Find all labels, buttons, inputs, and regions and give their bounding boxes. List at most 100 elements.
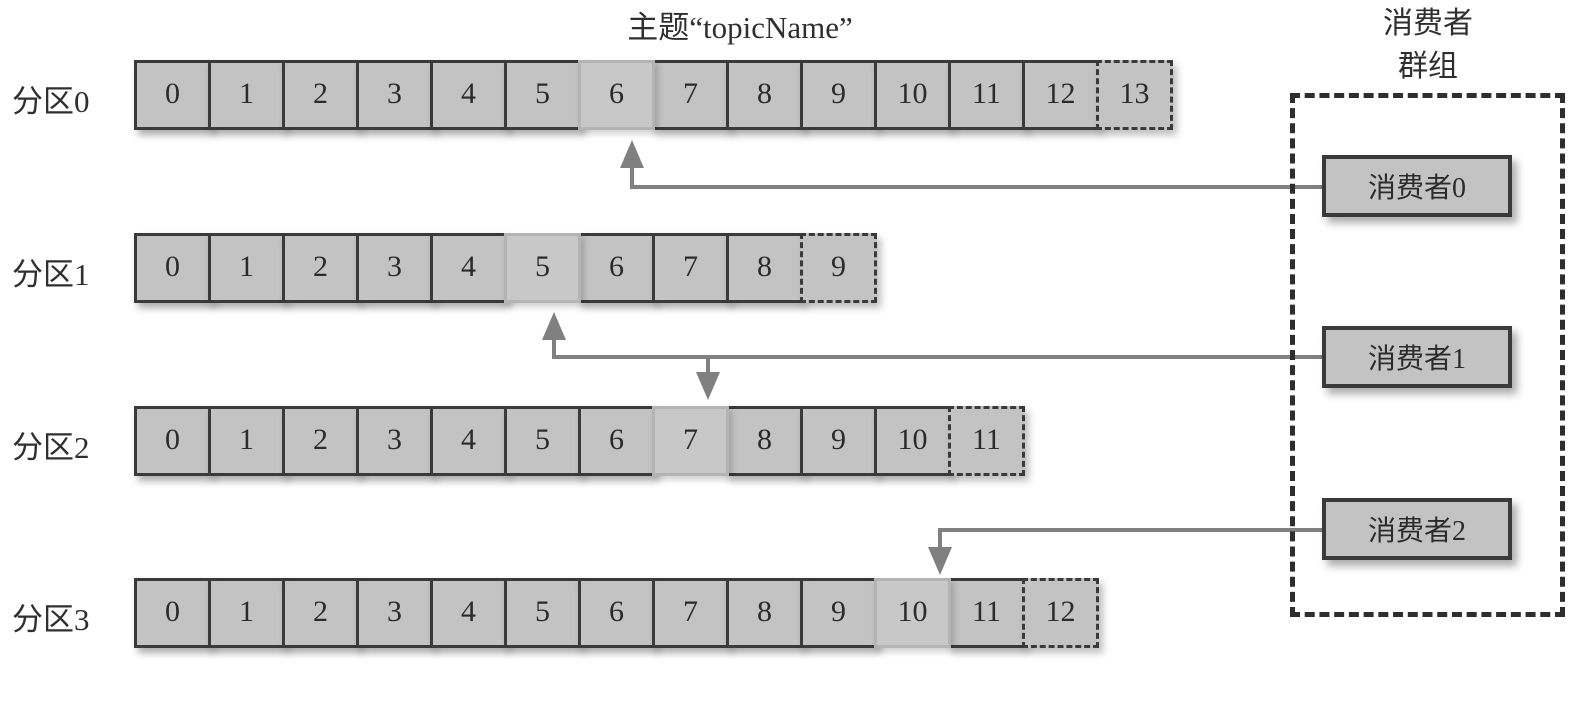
cell-value: 11 xyxy=(972,77,1001,110)
cell-value: 9 xyxy=(831,250,846,283)
cell-value: 9 xyxy=(831,595,846,628)
partition-0-cell-4: 4 xyxy=(430,60,507,130)
wire-consumer-2 xyxy=(928,528,1322,575)
cell-value: 0 xyxy=(165,77,180,110)
consumer-group-title-line1: 消费者 xyxy=(1383,7,1473,40)
wire-consumer-1 xyxy=(542,312,1322,400)
cell-value: 8 xyxy=(757,250,772,283)
partition-1-cell-5: 5 xyxy=(504,233,581,303)
partition-0-cell-11: 11 xyxy=(948,60,1025,130)
cell-value: 8 xyxy=(757,595,772,628)
cell-value: 11 xyxy=(972,423,1001,456)
partition-3-cell-4: 4 xyxy=(430,578,507,648)
cell-value: 1 xyxy=(239,595,254,628)
partition-2-cell-10: 10 xyxy=(874,406,951,476)
cell-value: 2 xyxy=(313,77,328,110)
cell-value: 2 xyxy=(313,250,328,283)
cell-value: 4 xyxy=(461,595,476,628)
partition-1-cell-4: 4 xyxy=(430,233,507,303)
cell-value: 0 xyxy=(165,423,180,456)
arrow-up-partition-0 xyxy=(620,140,644,168)
arrow-up-partition-1 xyxy=(542,312,566,340)
partition-2-cell-0: 0 xyxy=(134,406,211,476)
cell-value: 5 xyxy=(535,250,550,283)
topic-title: 主题“topicName” xyxy=(627,10,853,45)
cell-value: 1 xyxy=(239,423,254,456)
partition-label-3: 分区3 xyxy=(12,602,90,637)
partition-label-2: 分区2 xyxy=(12,430,90,465)
cell-value: 5 xyxy=(535,595,550,628)
partition-label-0: 分区0 xyxy=(12,84,90,119)
cell-value: 1 xyxy=(239,250,254,283)
cell-value: 8 xyxy=(757,77,772,110)
partition-3-cell-11: 11 xyxy=(948,578,1025,648)
cell-value: 12 xyxy=(1045,595,1076,628)
partition-2-cell-6: 6 xyxy=(578,406,655,476)
partition-0-cell-9: 9 xyxy=(800,60,877,130)
partition-3-cell-12: 12 xyxy=(1022,578,1099,648)
consumer-box-2[interactable]: 消费者2 xyxy=(1322,498,1512,560)
cell-value: 13 xyxy=(1119,77,1150,110)
partition-0-cell-2: 2 xyxy=(282,60,359,130)
partition-0-cell-1: 1 xyxy=(208,60,285,130)
cell-value: 6 xyxy=(609,77,624,110)
partition-1-cell-9: 9 xyxy=(800,233,877,303)
arrow-down-partition-2 xyxy=(696,372,720,400)
partition-0-cell-3: 3 xyxy=(356,60,433,130)
partition-1-cell-7: 7 xyxy=(652,233,729,303)
cell-value: 4 xyxy=(461,250,476,283)
partition-label-1: 分区1 xyxy=(12,257,90,292)
partition-3-cell-0: 0 xyxy=(134,578,211,648)
consumer-group-title-line2: 群组 xyxy=(1398,50,1458,83)
cell-value: 9 xyxy=(831,77,846,110)
partition-3-cell-9: 9 xyxy=(800,578,877,648)
partition-0-cell-13: 13 xyxy=(1096,60,1173,130)
cell-value: 3 xyxy=(387,423,402,456)
partition-3-cell-6: 6 xyxy=(578,578,655,648)
cell-value: 8 xyxy=(757,423,772,456)
arrow-down-partition-3 xyxy=(928,547,952,575)
consumer-box-1[interactable]: 消费者1 xyxy=(1322,326,1512,388)
partition-2-cell-5: 5 xyxy=(504,406,581,476)
cell-value: 5 xyxy=(535,423,550,456)
cell-value: 4 xyxy=(461,77,476,110)
cell-value: 10 xyxy=(897,77,928,110)
partition-3-cell-7: 7 xyxy=(652,578,729,648)
partition-3-cell-1: 1 xyxy=(208,578,285,648)
partition-0-cell-5: 5 xyxy=(504,60,581,130)
partition-3-cell-3: 3 xyxy=(356,578,433,648)
partition-3-cell-2: 2 xyxy=(282,578,359,648)
partition-3-cell-8: 8 xyxy=(726,578,803,648)
partition-2-cell-1: 1 xyxy=(208,406,285,476)
partition-1-cell-1: 1 xyxy=(208,233,285,303)
partition-2-cell-7: 7 xyxy=(652,406,729,476)
cell-value: 10 xyxy=(897,595,928,628)
partition-0-cell-12: 12 xyxy=(1022,60,1099,130)
cell-value: 7 xyxy=(683,77,698,110)
partition-2-cell-9: 9 xyxy=(800,406,877,476)
consumer-group-box xyxy=(1290,93,1565,617)
cell-value: 2 xyxy=(313,423,328,456)
partition-2-cell-4: 4 xyxy=(430,406,507,476)
partition-1-cell-6: 6 xyxy=(578,233,655,303)
partition-0-cell-7: 7 xyxy=(652,60,729,130)
consumer-label-1: 消费者1 xyxy=(1367,344,1466,375)
partition-0-cell-10: 10 xyxy=(874,60,951,130)
cell-value: 2 xyxy=(313,595,328,628)
partition-3-cell-5: 5 xyxy=(504,578,581,648)
wire-consumer-0 xyxy=(620,140,1322,189)
cell-value: 0 xyxy=(165,250,180,283)
partition-0-cell-6: 6 xyxy=(578,60,655,130)
cell-value: 6 xyxy=(609,595,624,628)
cell-value: 7 xyxy=(683,423,698,456)
cell-value: 12 xyxy=(1045,77,1076,110)
partition-1-cell-2: 2 xyxy=(282,233,359,303)
cell-value: 3 xyxy=(387,250,402,283)
cell-value: 5 xyxy=(535,77,550,110)
consumer-box-0[interactable]: 消费者0 xyxy=(1322,155,1512,217)
